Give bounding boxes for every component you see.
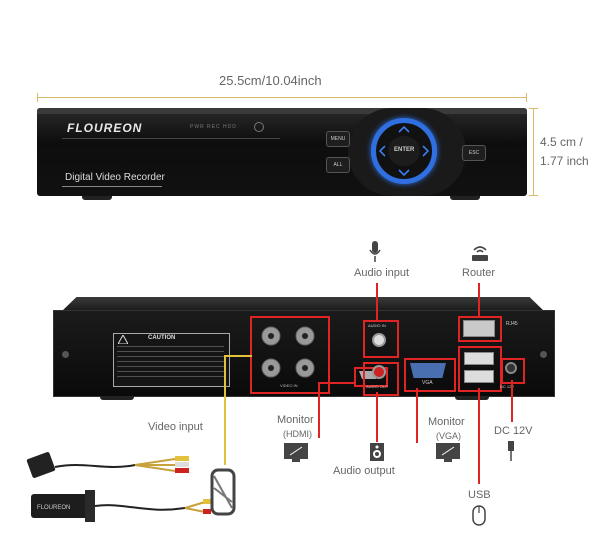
width-dimension-tick-left bbox=[37, 93, 38, 102]
bullet-camera-icon: FLOUREON bbox=[31, 490, 211, 522]
width-dimension-line bbox=[37, 97, 527, 98]
hdmi-port bbox=[359, 371, 379, 379]
warning-triangle-icon bbox=[118, 335, 128, 344]
audio-input-line bbox=[376, 283, 378, 320]
dc-line bbox=[511, 380, 513, 422]
audio-out-port-label: AUDIO OUT bbox=[366, 384, 389, 389]
monitor-vga-icon bbox=[436, 443, 460, 462]
usb-callout: USB bbox=[468, 489, 491, 501]
router-callout: Router bbox=[462, 267, 496, 279]
monitor-hdmi-callout-1: Monitor bbox=[277, 414, 314, 426]
dc-port bbox=[505, 362, 517, 374]
caution-title: CAUTION bbox=[148, 335, 176, 341]
hdmi-highlight bbox=[354, 367, 388, 387]
microphone-icon bbox=[369, 241, 381, 262]
screw-icon bbox=[62, 351, 69, 358]
audio-out-port bbox=[372, 365, 386, 379]
hdmi-line-horizontal bbox=[318, 382, 354, 384]
video-cable-line-horizontal bbox=[224, 355, 252, 357]
monitor-vga-callout-2: (VGA) bbox=[436, 431, 462, 441]
menu-button[interactable]: MENU bbox=[326, 131, 350, 147]
height-dimension-label-2: 1.77 inch bbox=[540, 154, 589, 168]
power-plug-icon bbox=[508, 441, 514, 461]
audio-in-port bbox=[372, 333, 386, 347]
audio-in-highlight bbox=[363, 320, 399, 358]
ir-sensor-icon bbox=[254, 122, 264, 132]
vga-line bbox=[416, 388, 418, 443]
back-foot-left bbox=[100, 396, 134, 400]
usb-port-1 bbox=[464, 352, 494, 365]
router-line bbox=[478, 283, 480, 316]
router-icon bbox=[472, 246, 488, 261]
video-in-port-label: VIDEO IN bbox=[280, 383, 298, 388]
usb-port-2 bbox=[464, 370, 494, 383]
height-dimension-label-1: 4.5 cm / bbox=[540, 135, 583, 149]
dc-port-label: DC 12V bbox=[500, 384, 515, 389]
bnc-ports-icon bbox=[261, 326, 315, 378]
audio-output-line bbox=[376, 392, 378, 442]
brand-logo: FLOUREON bbox=[67, 121, 143, 135]
dc-callout: DC 12V bbox=[494, 425, 533, 437]
video-cable-line-vertical bbox=[224, 355, 226, 465]
power-adapter-icon bbox=[26, 452, 189, 478]
esc-button[interactable]: ESC bbox=[462, 145, 486, 161]
speaker-icon bbox=[370, 443, 384, 461]
width-dimension-tick-right bbox=[526, 93, 527, 102]
vga-highlight bbox=[404, 358, 456, 392]
monitor-hdmi-callout-2: (HDMI) bbox=[283, 429, 312, 439]
cable-coil-icon bbox=[210, 468, 236, 516]
caution-text-block bbox=[117, 346, 224, 381]
front-foot-left bbox=[82, 196, 112, 200]
audio-output-callout: Audio output bbox=[333, 465, 395, 477]
vga-port bbox=[410, 363, 446, 378]
back-foot-right bbox=[455, 396, 489, 400]
front-foot-right bbox=[450, 196, 480, 200]
screw-icon-right bbox=[540, 351, 547, 358]
height-dimension-tick-top bbox=[529, 108, 538, 109]
vga-port-label: VGA bbox=[422, 380, 433, 386]
height-dimension-line bbox=[533, 108, 534, 196]
enter-button[interactable] bbox=[388, 136, 420, 166]
monitor-vga-callout-1: Monitor bbox=[428, 416, 465, 428]
nav-arrows-icon bbox=[378, 125, 430, 177]
rj45-port bbox=[463, 320, 495, 337]
dvr-front-top-edge bbox=[37, 108, 527, 114]
hdmi-line-vertical bbox=[318, 383, 320, 438]
usb-line bbox=[478, 388, 480, 484]
svg-text:FLOUREON: FLOUREON bbox=[37, 505, 70, 511]
all-button[interactable]: ALL bbox=[326, 157, 350, 173]
rj45-highlight bbox=[458, 316, 502, 342]
audio-in-port-label: AUDIO IN bbox=[368, 323, 386, 328]
height-dimension-tick-bottom bbox=[529, 195, 538, 196]
enter-button-label: ENTER bbox=[394, 147, 415, 153]
rj45-port-label: RJ45 bbox=[506, 321, 518, 327]
status-leds: PWR REC HDD bbox=[190, 124, 237, 130]
front-panel-divider bbox=[62, 138, 280, 139]
monitor-icon bbox=[284, 443, 308, 462]
audio-out-highlight bbox=[363, 362, 399, 396]
width-dimension-label: 25.5cm/10.04inch bbox=[219, 73, 322, 88]
dc-highlight bbox=[501, 358, 525, 384]
navigation-ring[interactable] bbox=[371, 118, 437, 184]
mouse-icon bbox=[472, 505, 486, 526]
product-label-underline bbox=[62, 186, 162, 187]
audio-input-callout: Audio input bbox=[354, 267, 410, 279]
dvr-back-top bbox=[62, 297, 544, 311]
product-label: Digital Video Recorder bbox=[65, 172, 165, 183]
video-input-callout: Video input bbox=[148, 421, 203, 433]
